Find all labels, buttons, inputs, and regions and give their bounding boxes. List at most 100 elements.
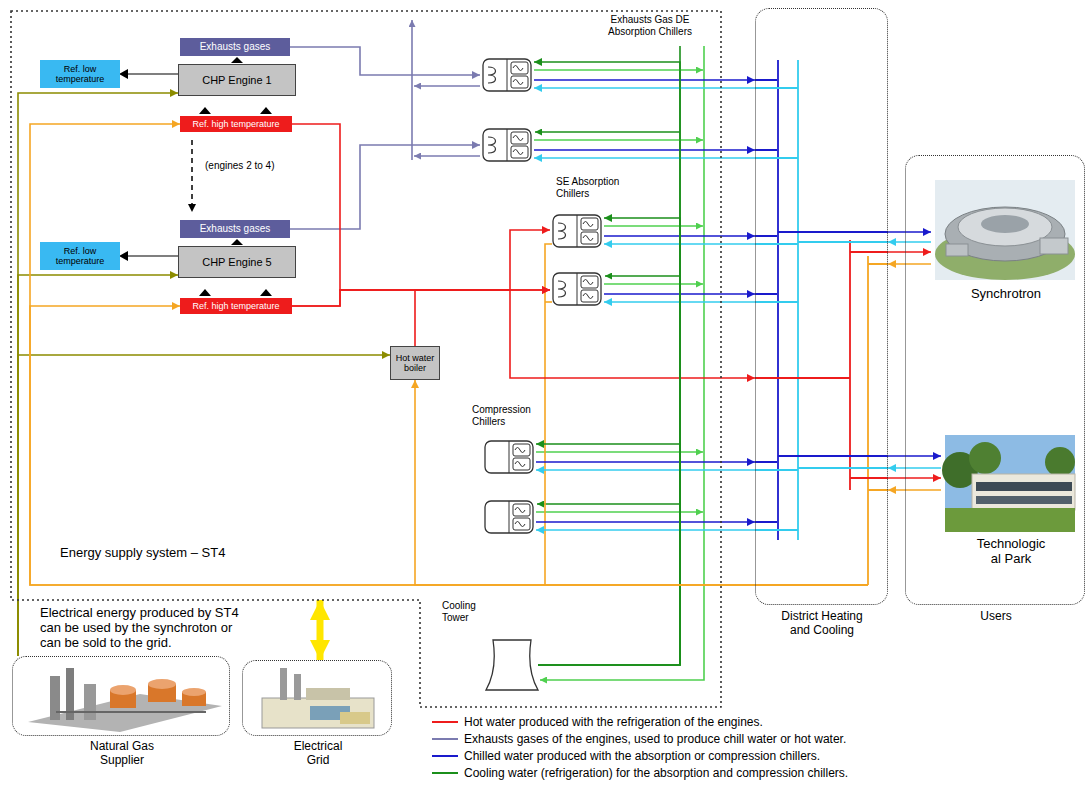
node-text: CHP Engine 5 — [202, 256, 272, 269]
engine-triangles — [119, 251, 128, 261]
exhaust-vent-line — [414, 155, 480, 157]
text-holder: Synchrotron — [931, 287, 1081, 302]
power-plant-picture — [280, 668, 287, 700]
node-text: Energy supply system – ST4 — [60, 546, 320, 561]
pipe-connector — [292, 290, 550, 306]
park-picture — [942, 435, 1075, 532]
node-text: Synchrotron — [931, 287, 1081, 302]
user-building: Technologic al Park — [941, 431, 1081, 576]
pipe-connector — [888, 477, 941, 479]
pipe-connector — [888, 241, 931, 243]
power-plant-picture — [294, 674, 301, 700]
note-text: (engines 2 to 4) — [205, 160, 305, 172]
pipe-connector — [536, 529, 755, 531]
gas-plant-picture — [182, 688, 206, 696]
legend-text: Exhausts gases of the engines, used to p… — [464, 732, 846, 746]
cooling-pipes — [534, 139, 703, 141]
engine-triangles — [199, 289, 211, 296]
pipe-connector — [18, 93, 178, 656]
legend-line — [432, 734, 458, 744]
park-picture — [976, 496, 1072, 504]
park-picture — [976, 482, 1072, 491]
district-pipes — [755, 584, 868, 586]
pipe-connector — [888, 467, 941, 469]
pipe-connector — [538, 218, 680, 665]
synchrotron-picture — [935, 180, 1075, 280]
node-text: Users — [906, 610, 1086, 624]
pipe-connector — [534, 62, 680, 665]
pipe-connector — [534, 87, 755, 89]
note-text: Electrical energy produced by ST4 can be… — [40, 606, 246, 651]
gas-plant-picture — [56, 711, 206, 713]
engine-triangles — [231, 57, 243, 63]
region-outline — [11, 11, 721, 707]
pipe-connector — [888, 251, 931, 253]
chiller-icons — [553, 215, 601, 247]
node-text: District Heating and Cooling — [774, 610, 870, 638]
pipe-connector — [18, 355, 390, 656]
text-holder: Exhausts Gas DE Absorption Chillers — [596, 14, 704, 37]
park-picture — [972, 474, 1075, 510]
synchrotron-picture — [1040, 238, 1068, 254]
node-text: Ref. low temperature — [43, 64, 117, 85]
legend-row: Hot water produced with the refrigeratio… — [432, 714, 763, 730]
engine-box: CHP Engine 5 — [178, 246, 296, 278]
node-text: Technologic al Park — [973, 537, 1049, 567]
legend-line — [432, 751, 458, 761]
pipe-connector — [290, 145, 480, 229]
district-pipes — [850, 252, 888, 478]
text-holder: Natural Gas Supplier — [77, 740, 167, 768]
chiller-group: Exhausts Gas DE Absorption Chillers — [480, 56, 534, 164]
legend-line — [432, 768, 458, 778]
district-pipes — [755, 60, 888, 585]
pipe-connector — [317, 600, 324, 660]
district-pipes — [798, 242, 888, 468]
cooling-box: Ref. low temperature — [40, 242, 120, 270]
text-holder: Energy supply system – ST4 — [60, 546, 320, 561]
chiller-icons — [483, 59, 531, 91]
pipe-connector — [888, 489, 941, 491]
gas-plant-picture — [50, 676, 60, 720]
region-outline — [10, 10, 722, 708]
legend-row: Exhausts gases of the engines, used to p… — [432, 731, 846, 747]
legend-line — [432, 772, 458, 774]
text-holder: (engines 2 to 4) — [205, 160, 305, 172]
district-pipes — [755, 377, 850, 379]
hot-water-return-line — [545, 301, 552, 303]
legend-row: Chilled water produced with the absorpti… — [432, 748, 820, 764]
chiller-group: SE Absorption Chillers — [550, 212, 604, 308]
pipe-connector — [415, 380, 755, 585]
pipe-connector — [30, 124, 755, 585]
district-pipes — [755, 80, 777, 522]
legend-row: Cooling water (refrigeration) for the ab… — [432, 765, 848, 781]
pipe-connector — [534, 157, 755, 159]
node-text: Exhausts gases — [200, 223, 271, 235]
district-pipes — [849, 240, 851, 490]
pipe-connector — [888, 231, 931, 233]
pipe-connector — [534, 79, 755, 81]
cooling-pipes — [535, 131, 680, 133]
chiller-icons — [553, 273, 601, 305]
engine-triangles — [119, 69, 128, 79]
power-plant-picture — [262, 668, 374, 728]
text-holder: Electrical Grid — [285, 740, 351, 768]
engine-triangles — [231, 239, 243, 245]
pipe-connector — [534, 149, 755, 151]
pipe-connector — [536, 444, 680, 665]
gas-plant-picture — [28, 668, 222, 732]
node-text: Exhausts gases — [200, 41, 271, 53]
park-picture — [945, 508, 1075, 532]
text-holder: SE Absorption Chillers — [556, 176, 636, 199]
pipe-connector — [536, 521, 755, 523]
legend-text: Cooling water (refrigeration) for the ab… — [464, 766, 848, 780]
node-text: Ref. high temperature — [192, 119, 279, 129]
engine-triangles — [199, 107, 211, 114]
district-region: District Heating and Cooling — [755, 8, 888, 605]
node-text: Ref. low temperature — [43, 246, 117, 267]
cooling-box: Ref. low temperature — [40, 60, 120, 88]
users-region: UsersSynchrotronTechnologic al Park — [905, 155, 1085, 605]
power-plant-picture — [306, 688, 350, 700]
gas-plant-picture — [110, 685, 136, 695]
